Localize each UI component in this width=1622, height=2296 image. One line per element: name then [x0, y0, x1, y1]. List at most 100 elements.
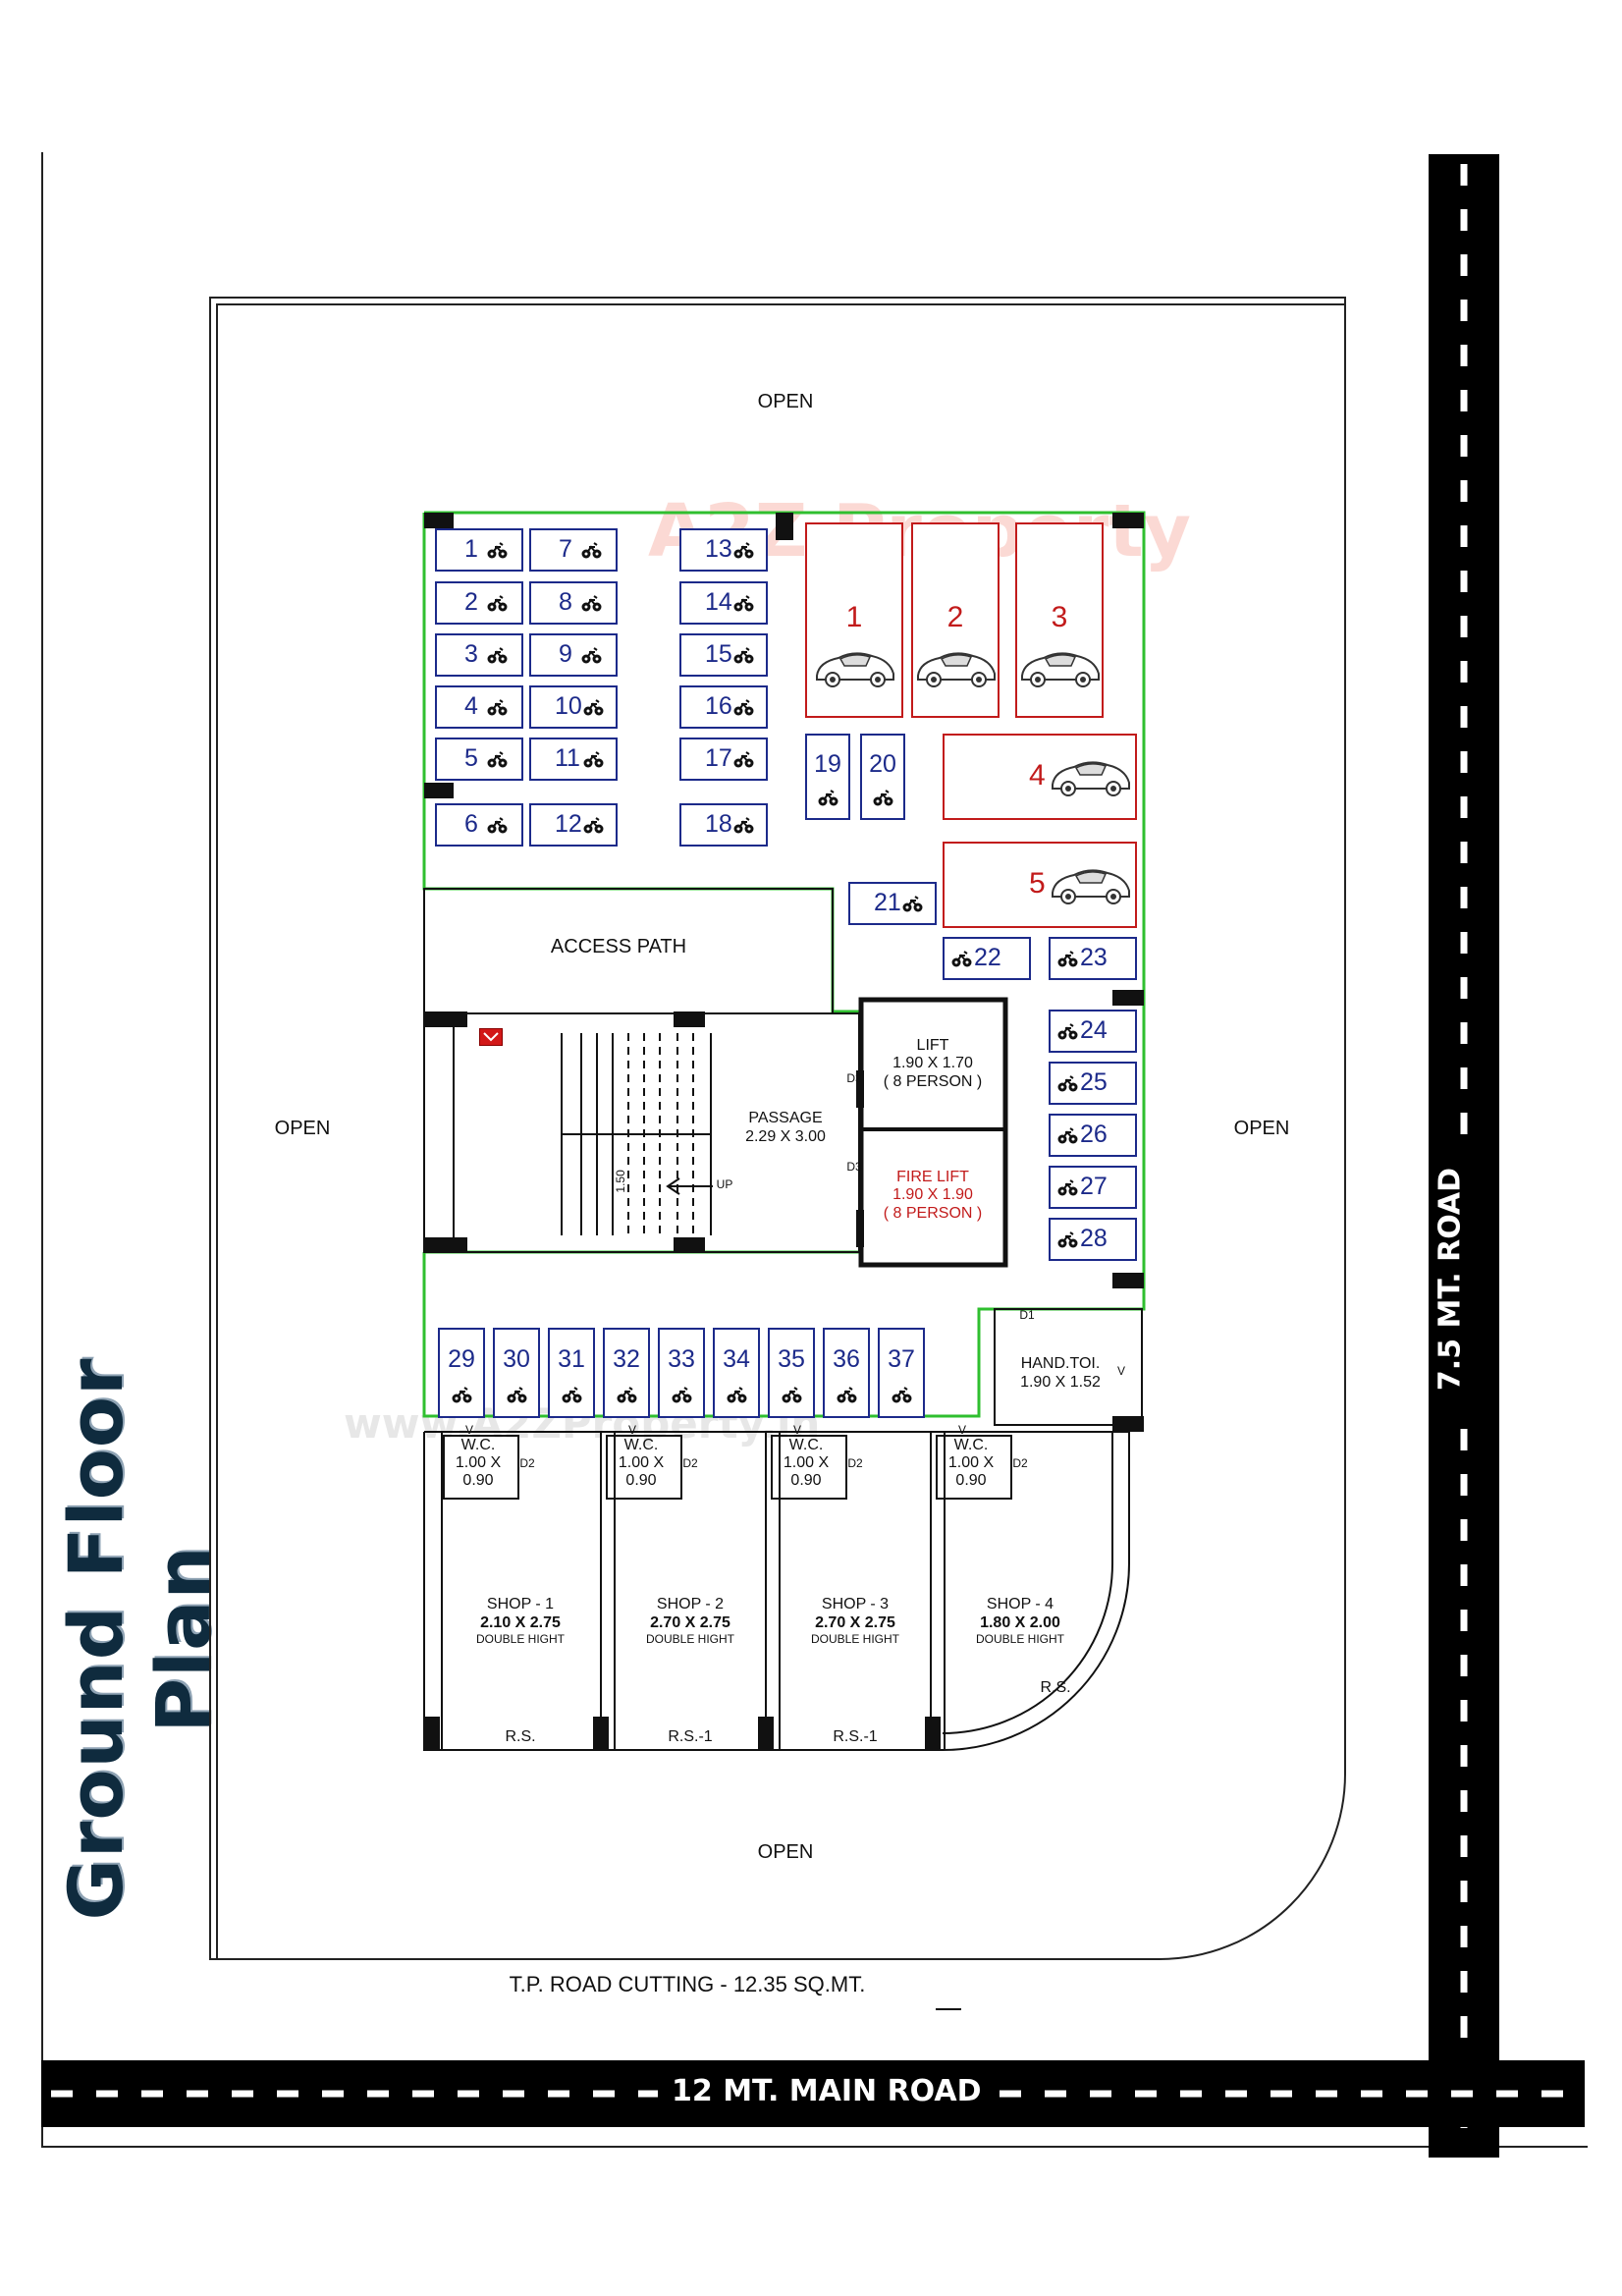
wc-size-b: 0.90 [462, 1472, 494, 1489]
passage-size: 2.29 X 3.00 [745, 1128, 826, 1145]
lift-door-wall [856, 1070, 864, 1108]
bike-slot-number: 27 [1080, 1173, 1108, 1200]
motorbike-icon [486, 748, 508, 775]
bike-parking-slot: 34 [713, 1328, 760, 1418]
fire-extinguisher-icon [479, 1028, 503, 1046]
column [758, 1717, 774, 1750]
road-cutting-mark [936, 2008, 961, 2010]
lift-size: 1.90 X 1.70 [892, 1055, 973, 1071]
hand-toilet-door-label: D1 [1019, 1308, 1035, 1322]
motorbike-icon [582, 696, 604, 723]
car-slot-number: 5 [1029, 867, 1046, 900]
shop-rolling-shutter-label: R.S. [1040, 1679, 1071, 1696]
bike-parking-slot: 25 [1049, 1062, 1137, 1105]
car-icon [1047, 751, 1133, 805]
shop-size: 2.10 X 2.75 [480, 1614, 561, 1631]
motorbike-icon [580, 592, 602, 619]
motorbike-icon [486, 814, 508, 841]
motorbike-icon [582, 814, 604, 841]
column [1112, 990, 1144, 1006]
motorbike-icon [817, 787, 838, 813]
wc-size-a: 1.00 X [618, 1454, 665, 1471]
hand-toilet-title: HAND.TOI. [1020, 1355, 1101, 1372]
bike-parking-slot: 9 [529, 633, 618, 677]
plot-outline [209, 297, 1346, 1960]
hand-toilet-vent-label: V [1116, 1364, 1125, 1378]
bike-slot-number: 37 [888, 1345, 915, 1373]
motorbike-icon [950, 948, 972, 974]
bike-slot-number: 6 [464, 810, 478, 838]
column [1112, 1416, 1144, 1432]
shop-note: DOUBLE HIGHT [975, 1632, 1064, 1646]
wc-title: W.C. [623, 1437, 659, 1453]
bike-parking-slot: 32 [603, 1328, 650, 1418]
bike-parking-slot: 20 [860, 734, 905, 820]
bike-slot-number: 23 [1080, 944, 1108, 971]
wc-size-a: 1.00 X [783, 1454, 830, 1471]
motorbike-icon [901, 893, 923, 919]
car-icon [811, 642, 897, 696]
lift-title: LIFT [916, 1037, 949, 1054]
bike-parking-slot: 13 [679, 528, 768, 572]
shop-size: 2.70 X 2.75 [650, 1614, 730, 1631]
bike-slot-number: 14 [705, 588, 732, 616]
bike-parking-slot: 29 [438, 1328, 485, 1418]
plot-outline-inner [216, 303, 1346, 1960]
shop-name: SHOP - 4 [986, 1596, 1054, 1613]
car-slot-number: 1 [845, 601, 863, 633]
bike-slot-number: 11 [555, 744, 580, 772]
main-road-label: 12 MT. MAIN ROAD [658, 2074, 996, 2108]
motorbike-icon [872, 787, 893, 813]
motorbike-icon [781, 1384, 802, 1410]
shop-note: DOUBLE HIGHT [810, 1632, 899, 1646]
bike-parking-slot: 17 [679, 738, 768, 781]
motorbike-icon [1056, 1124, 1078, 1151]
motorbike-icon [486, 644, 508, 671]
access-path-label: ACCESS PATH [550, 936, 687, 957]
bike-slot-number: 28 [1080, 1225, 1108, 1252]
bike-parking-slot: 28 [1049, 1218, 1137, 1261]
car-slot-number: 2 [946, 601, 964, 633]
motorbike-icon [616, 1384, 637, 1410]
bike-slot-number: 1 [464, 535, 478, 563]
stair-dimension: 1.50 [614, 1170, 628, 1193]
column [674, 1011, 705, 1027]
column [424, 1237, 467, 1253]
bike-slot-number: 25 [1080, 1068, 1108, 1096]
bike-slot-number: 19 [814, 750, 841, 778]
bike-parking-slot: 2 [435, 581, 523, 625]
main-road-dash-markings [51, 2090, 1575, 2098]
shop-rolling-shutter-label: R.S.-1 [668, 1728, 713, 1745]
column [776, 513, 793, 540]
bike-parking-slot: 33 [658, 1328, 705, 1418]
lift-door-label: D3 [846, 1071, 862, 1085]
motorbike-icon [1056, 1020, 1078, 1047]
bike-parking-slot: 12 [529, 803, 618, 847]
bike-slot-number: 4 [464, 692, 478, 720]
open-left-label: OPEN [274, 1118, 331, 1139]
motorbike-icon [732, 814, 754, 841]
bike-parking-slot: 6 [435, 803, 523, 847]
car-parking-slot: 5 [943, 842, 1137, 928]
car-icon [1016, 642, 1103, 696]
bike-slot-number: 20 [869, 750, 896, 778]
bike-slot-number: 22 [974, 944, 1001, 971]
motorbike-icon [836, 1384, 857, 1410]
shop-size: 1.80 X 2.00 [980, 1614, 1060, 1631]
wc-size-b: 0.90 [955, 1472, 987, 1489]
passage-label: PASSAGE [748, 1110, 823, 1126]
wc-size-b: 0.90 [790, 1472, 822, 1489]
open-bottom-label: OPEN [757, 1841, 814, 1863]
bike-parking-slot: 16 [679, 685, 768, 729]
plot-boundary-bottom-line [41, 2146, 1588, 2148]
motorbike-icon [891, 1384, 912, 1410]
bike-slot-number: 33 [668, 1345, 695, 1373]
motorbike-icon [580, 539, 602, 566]
wc-size-a: 1.00 X [455, 1454, 502, 1471]
side-road-dash-markings [1460, 164, 1468, 2148]
car-parking-slot: 2 [911, 522, 1000, 718]
column [593, 1717, 609, 1750]
side-road: 7.5 MT. ROAD [1429, 154, 1499, 2158]
motorbike-icon [726, 1384, 747, 1410]
shop-name: SHOP - 1 [486, 1596, 555, 1613]
